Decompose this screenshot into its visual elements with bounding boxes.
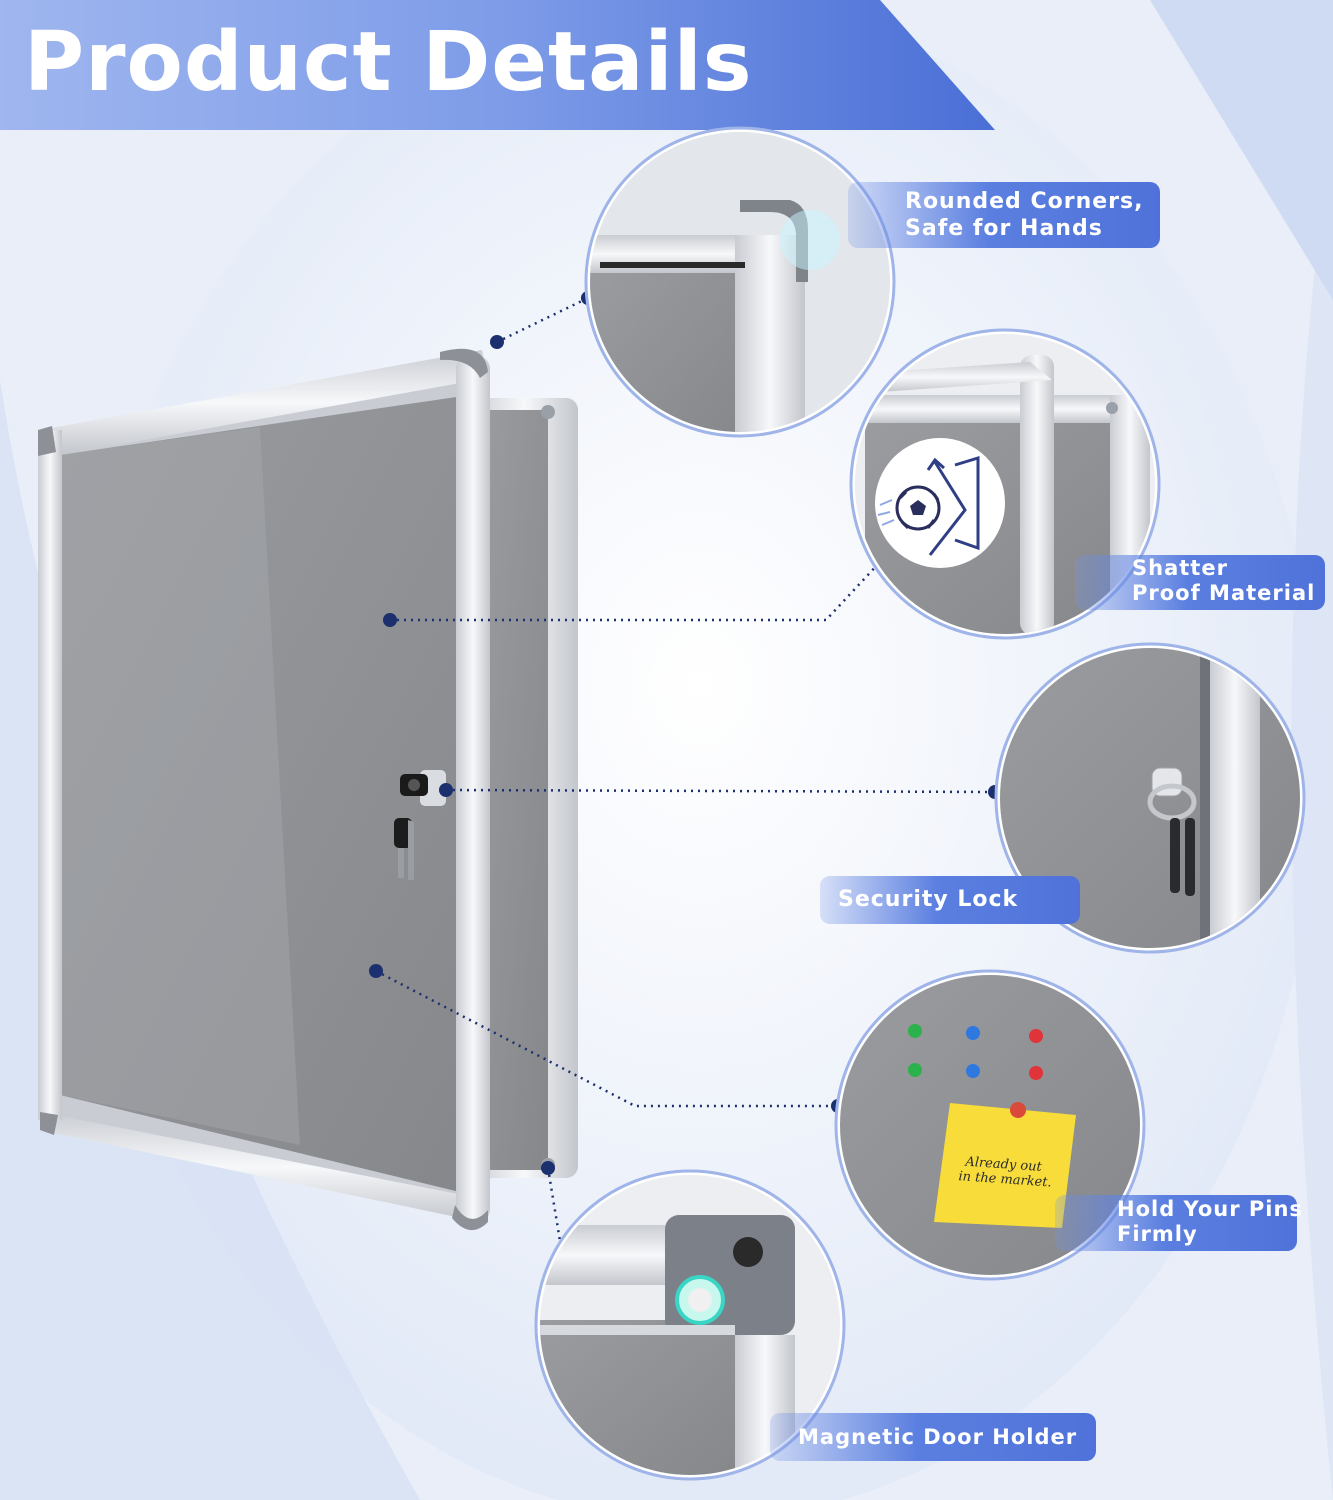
feature-label-security-lock: Security Lock xyxy=(838,887,1019,912)
label-bg-hold-pins xyxy=(1055,1195,1297,1251)
sticky-note-text-line1: Already out xyxy=(964,1155,1043,1175)
display-cabinet xyxy=(38,348,578,1231)
feature-label-rounded-corners: Rounded Corners, Safe for Hands xyxy=(905,189,1144,241)
detail-circle-lock xyxy=(994,642,1306,954)
detail-circle-corner xyxy=(584,126,896,438)
label-bg-rounded-corners xyxy=(848,182,1160,248)
key-icon xyxy=(394,818,414,880)
feature-label-hold-pins: Hold Your Pins Firmly xyxy=(1117,1197,1303,1246)
label-bg-security-lock xyxy=(820,876,1080,924)
key-icon xyxy=(1170,818,1195,896)
shatter-badge xyxy=(875,438,1005,568)
lock-icon xyxy=(400,770,446,806)
football-icon xyxy=(895,485,941,531)
magnet-icon xyxy=(675,1237,763,1325)
push-pin-icon xyxy=(908,1024,1043,1080)
page-title: Product Details xyxy=(24,15,753,110)
feature-label-shatter-proof: Shatter Proof Material xyxy=(1132,556,1316,605)
feature-label-magnetic-door: Magnetic Door Holder xyxy=(798,1425,1078,1449)
lock-icon xyxy=(1147,767,1197,821)
arrow-shield-icon xyxy=(926,455,980,556)
sticky-note-text-line2: in the market. xyxy=(958,1169,1052,1190)
label-bg-magnetic-door xyxy=(770,1413,1096,1461)
header-banner xyxy=(0,0,995,130)
label-bg-shatter-proof xyxy=(1075,555,1325,610)
